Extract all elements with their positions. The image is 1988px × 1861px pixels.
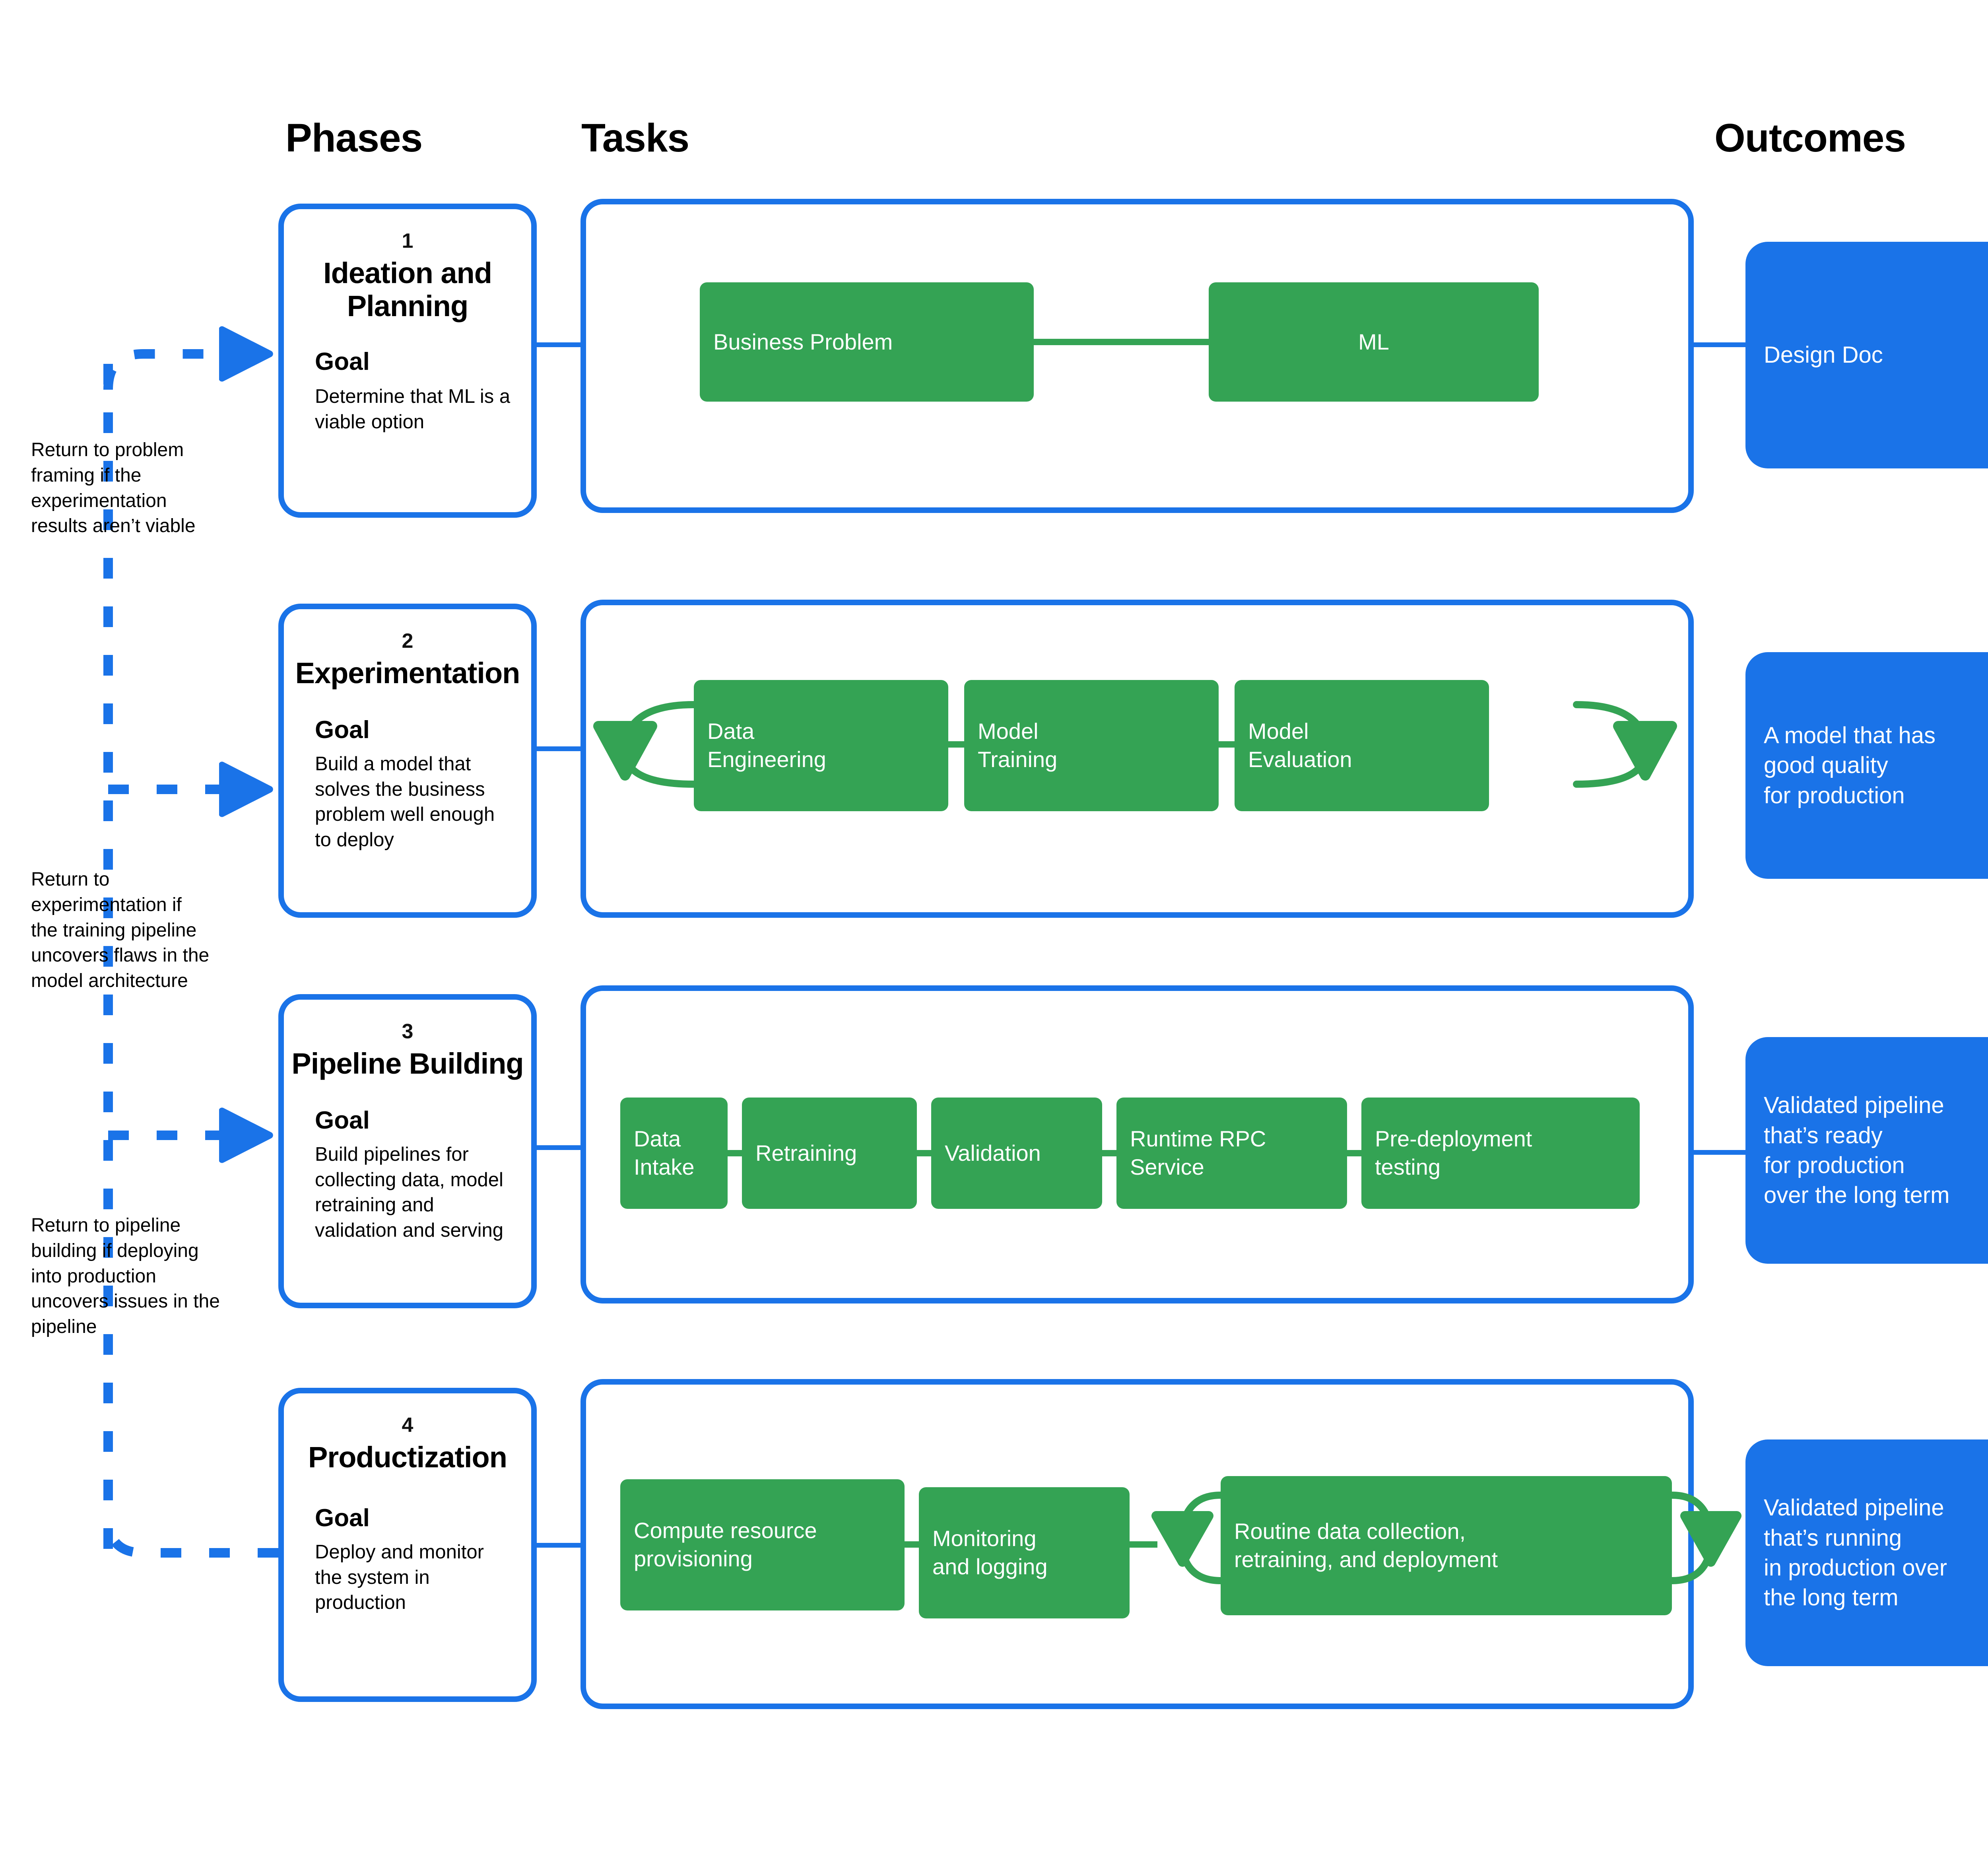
task-node-label: Model Evaluation <box>1248 719 1352 772</box>
task-node-label: Compute resource provisioning <box>634 1518 817 1571</box>
task-node-label: Data Engineering <box>707 719 826 772</box>
task-node[interactable]: Pre-deployment testing <box>1361 1098 1640 1209</box>
goal-label: Goal <box>315 1107 370 1134</box>
tasks-to-outcome-connector <box>1694 1150 1745 1155</box>
task-node-label: Validation <box>945 1140 1041 1166</box>
feedback-note-3: Return to pipeline building if deploying… <box>31 1215 220 1338</box>
task-node-label: Pre-deployment testing <box>1375 1126 1532 1179</box>
task-node[interactable]: Model Training <box>964 680 1219 811</box>
phase-to-tasks-connector <box>537 342 580 347</box>
phase-title: Ideation and Planning <box>323 256 492 322</box>
goal-text: Deploy and monitor the system in product… <box>315 1541 484 1614</box>
task-node[interactable]: Data Intake <box>620 1098 728 1209</box>
task-node-label: Data Intake <box>634 1126 695 1179</box>
task-node[interactable]: ML <box>1209 282 1539 402</box>
task-node-label: Business Problem <box>713 329 893 354</box>
outcome-label: Design Doc <box>1764 342 1883 368</box>
task-connector <box>1102 1150 1116 1156</box>
task-connector <box>917 1150 931 1156</box>
left-bottom-elbow <box>103 1517 278 1558</box>
outcome-box-1[interactable]: Design Doc <box>1745 242 1988 468</box>
task-node[interactable]: Retraining <box>742 1098 917 1209</box>
task-node-label: Retraining <box>755 1140 857 1166</box>
phase-title: Experimentation <box>295 657 520 690</box>
task-node[interactable]: Data Engineering <box>694 680 948 811</box>
phase-card-4[interactable]: 4 Productization Goal Deploy and monitor… <box>278 1388 537 1702</box>
outcome-box-4[interactable]: Validated pipeline that’s running in pro… <box>1745 1439 1988 1666</box>
task-node-label: Monitoring and logging <box>932 1526 1048 1579</box>
task-node[interactable]: Validation <box>931 1098 1102 1209</box>
column-header-outcomes: Outcomes <box>1714 116 1906 160</box>
branch-to-phase1 <box>103 354 231 390</box>
task-node[interactable]: Monitoring and logging <box>919 1487 1130 1618</box>
phase-number: 3 <box>402 1020 414 1043</box>
phase-number: 4 <box>402 1414 414 1437</box>
goal-label: Goal <box>315 716 370 744</box>
phase-card-2[interactable]: 2 Experimentation Goal Build a model tha… <box>278 604 537 918</box>
tasks-to-outcome-connector <box>1694 342 1745 347</box>
task-node[interactable]: Business Problem <box>700 282 1034 402</box>
outcome-box-2[interactable]: A model that has good quality for produc… <box>1745 652 1988 879</box>
task-connector <box>1347 1150 1361 1156</box>
outcome-label: A model that has good quality for produc… <box>1764 722 1936 808</box>
phase-to-tasks-connector <box>537 746 580 751</box>
phase-title: Pipeline Building <box>291 1047 524 1080</box>
task-node[interactable]: Model Evaluation <box>1235 680 1489 811</box>
task-connector <box>948 741 964 748</box>
goal-label: Goal <box>315 1504 370 1532</box>
task-node[interactable]: Routine data collection, retraining, and… <box>1221 1476 1672 1615</box>
phase-number: 1 <box>402 229 414 253</box>
phase-card-1[interactable]: 1 Ideation and Planning Goal Determine t… <box>278 204 537 518</box>
feedback-note-1: Return to problem framing if the experim… <box>31 439 196 537</box>
task-node-label: Model Training <box>978 719 1058 772</box>
task-node[interactable]: Compute resource provisioning <box>620 1479 905 1610</box>
task-node-label: Runtime RPC Service <box>1130 1126 1266 1179</box>
task-connector <box>1034 339 1209 345</box>
goal-text: Build a model that solves the business p… <box>315 753 495 851</box>
outcome-label: Validated pipeline that’s ready for prod… <box>1764 1092 1950 1208</box>
task-connector <box>905 1541 919 1548</box>
task-connector <box>1130 1541 1157 1548</box>
phase-number: 2 <box>402 629 414 653</box>
task-node[interactable]: Runtime RPC Service <box>1116 1098 1347 1209</box>
task-node-label: ML <box>1358 329 1389 354</box>
phase-to-tasks-connector <box>537 1543 580 1548</box>
goal-label: Goal <box>315 348 370 375</box>
feedback-note-2: Return to experimentation if the trainin… <box>31 869 210 992</box>
phase-to-tasks-connector <box>537 1145 580 1150</box>
task-node-label: Routine data collection, retraining, and… <box>1234 1519 1498 1572</box>
column-header-tasks: Tasks <box>581 116 689 160</box>
task-connector <box>1219 741 1235 748</box>
outcome-box-3[interactable]: Validated pipeline that’s ready for prod… <box>1745 1037 1988 1264</box>
column-header-phases: Phases <box>285 116 423 160</box>
task-connector <box>728 1150 742 1156</box>
goal-text: Determine that ML is a viable option <box>315 386 511 433</box>
outcome-label: Validated pipeline that’s running in pro… <box>1764 1495 1947 1611</box>
goal-text: Build pipelines for collecting data, mod… <box>315 1144 503 1241</box>
phase-title: Productization <box>308 1441 507 1474</box>
phase-card-3[interactable]: 3 Pipeline Building Goal Build pipelines… <box>278 994 537 1308</box>
